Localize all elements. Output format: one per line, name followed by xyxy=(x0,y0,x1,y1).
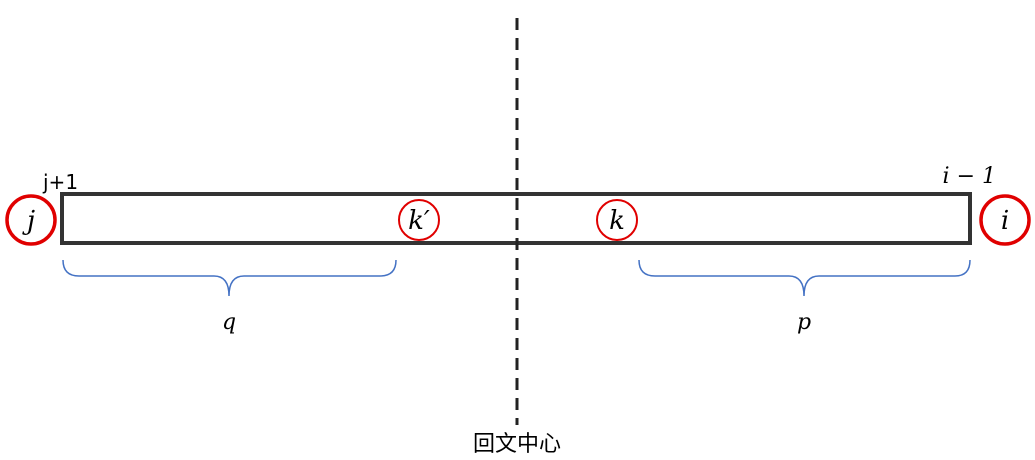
mirror-point-label: k′ xyxy=(408,206,430,236)
right-boundary-label: i − 1 xyxy=(943,164,996,189)
left-boundary-label: j+1 xyxy=(42,170,78,194)
outer-right-label: i xyxy=(1001,206,1009,236)
left-span-label: q xyxy=(222,310,236,335)
point-label: k xyxy=(609,206,625,236)
right-span-label: p xyxy=(797,310,811,335)
outer-left-marker xyxy=(5,194,57,246)
point-marker xyxy=(596,199,638,241)
outer-left-label: j xyxy=(22,206,35,236)
right-span-brace xyxy=(638,259,971,297)
center-caption: 回文中心 xyxy=(473,432,561,457)
outer-right-marker xyxy=(979,194,1031,246)
mirror-point-marker xyxy=(398,199,440,241)
left-span-brace xyxy=(62,259,397,297)
